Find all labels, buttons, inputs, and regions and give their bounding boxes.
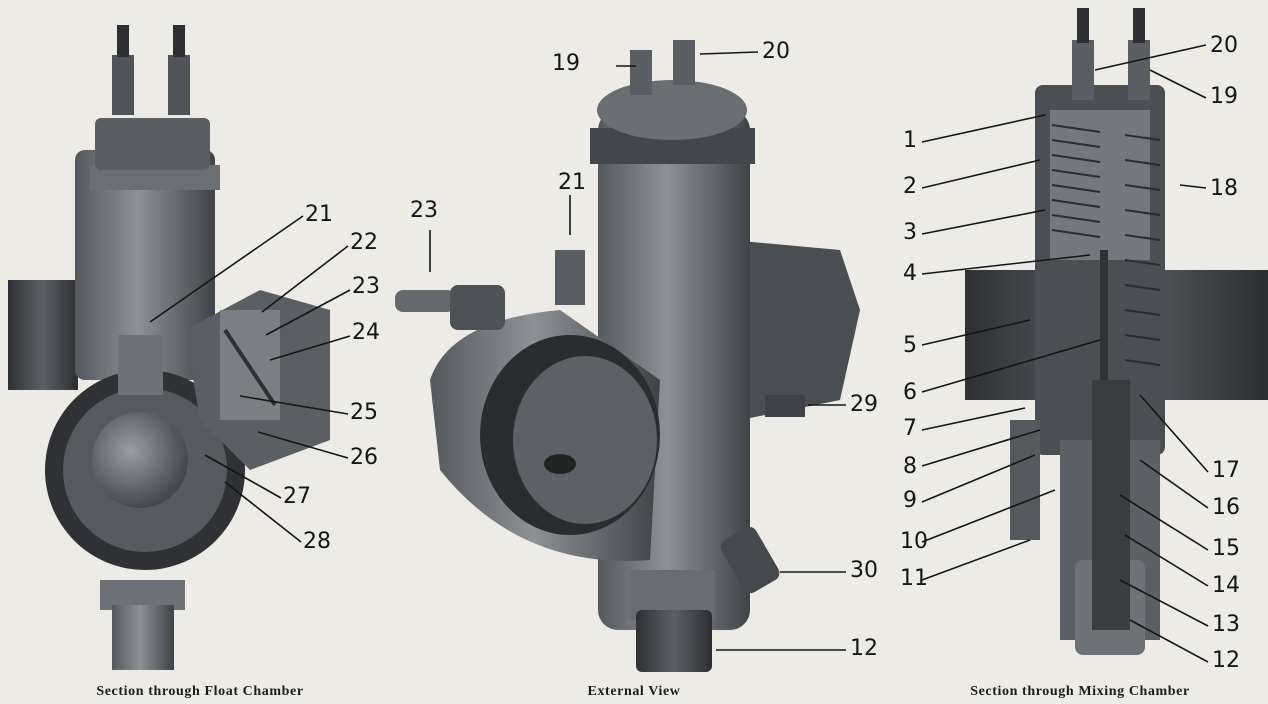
- leader-line: [1179, 184, 1207, 189]
- callout-mix-3: 3: [903, 220, 917, 245]
- callout-mix-14: 14: [1212, 573, 1240, 598]
- callout-ext-12: 12: [850, 636, 878, 661]
- leader-line: [149, 215, 304, 323]
- mixing-chamber-section: [965, 8, 1268, 655]
- callout-mix-9: 9: [903, 488, 917, 513]
- leader-line: [1119, 494, 1209, 551]
- callout-mix-10: 10: [900, 529, 928, 554]
- callout-mix-15: 15: [1212, 536, 1240, 561]
- leader-line: [921, 339, 1101, 393]
- leader-line: [261, 245, 349, 313]
- leader-line: [921, 114, 1046, 143]
- external-view: [395, 40, 860, 672]
- callout-float-23: 23: [352, 274, 380, 299]
- callout-mix-20: 20: [1210, 33, 1238, 58]
- spring-coils: [1051, 124, 1161, 366]
- leader-line: [1139, 459, 1209, 509]
- leader-line: [921, 539, 1031, 581]
- leader-line: [921, 429, 1041, 467]
- leader-line: [239, 395, 349, 415]
- leader-lines: [149, 44, 1209, 663]
- leader-line: [1149, 69, 1207, 99]
- leader-line: [921, 407, 1026, 431]
- leader-line: [921, 454, 1036, 503]
- leader-line: [1094, 44, 1207, 71]
- leader-line: [921, 319, 1031, 346]
- leader-line: [921, 159, 1041, 189]
- callout-mix-17: 17: [1212, 458, 1240, 483]
- callout-mix-13: 13: [1212, 612, 1240, 637]
- callout-float-21: 21: [305, 202, 333, 227]
- callout-mix-11: 11: [900, 566, 928, 591]
- leader-line: [1124, 534, 1209, 587]
- float-chamber-section: [8, 25, 330, 670]
- callout-float-22: 22: [350, 230, 378, 255]
- callout-ext-23: 23: [410, 198, 438, 223]
- callout-float-26: 26: [350, 445, 378, 470]
- caption-external-view: External View: [587, 684, 681, 699]
- callout-float-24: 24: [352, 320, 380, 345]
- leader-line: [921, 489, 1056, 543]
- callout-ext-30: 30: [850, 558, 878, 583]
- callout-float-27: 27: [283, 484, 311, 509]
- callout-mix-4: 4: [903, 261, 917, 286]
- leader-line: [921, 254, 1091, 275]
- callout-mix-2: 2: [903, 174, 917, 199]
- callout-mix-6: 6: [903, 380, 917, 405]
- callout-mix-16: 16: [1212, 495, 1240, 520]
- leader-line: [1139, 394, 1209, 473]
- callout-float-28: 28: [303, 529, 331, 554]
- leader-line: [257, 431, 349, 459]
- leader-line: [921, 209, 1046, 235]
- leader-line: [1119, 579, 1209, 627]
- callout-ext-20: 20: [762, 39, 790, 64]
- callout-mix-12: 12: [1212, 648, 1240, 673]
- caption-mixing-chamber: Section through Mixing Chamber: [970, 684, 1190, 699]
- leader-line: [699, 51, 759, 55]
- leader-line: [224, 481, 302, 543]
- callout-ext-19: 19: [552, 51, 580, 76]
- caption-float-chamber: Section through Float Chamber: [96, 684, 304, 699]
- callout-mix-8: 8: [903, 454, 917, 479]
- leader-line: [269, 335, 351, 361]
- callout-float-25: 25: [350, 400, 378, 425]
- callout-ext-29: 29: [850, 392, 878, 417]
- callout-mix-5: 5: [903, 333, 917, 358]
- leader-line: [1129, 619, 1209, 663]
- callout-mix-1: 1: [903, 128, 917, 153]
- leader-line: [265, 289, 351, 336]
- callout-mix-18: 18: [1210, 176, 1238, 201]
- callout-mix-19: 19: [1210, 84, 1238, 109]
- callout-mix-7: 7: [903, 416, 917, 441]
- callout-ext-21: 21: [558, 170, 586, 195]
- leader-line: [204, 454, 282, 499]
